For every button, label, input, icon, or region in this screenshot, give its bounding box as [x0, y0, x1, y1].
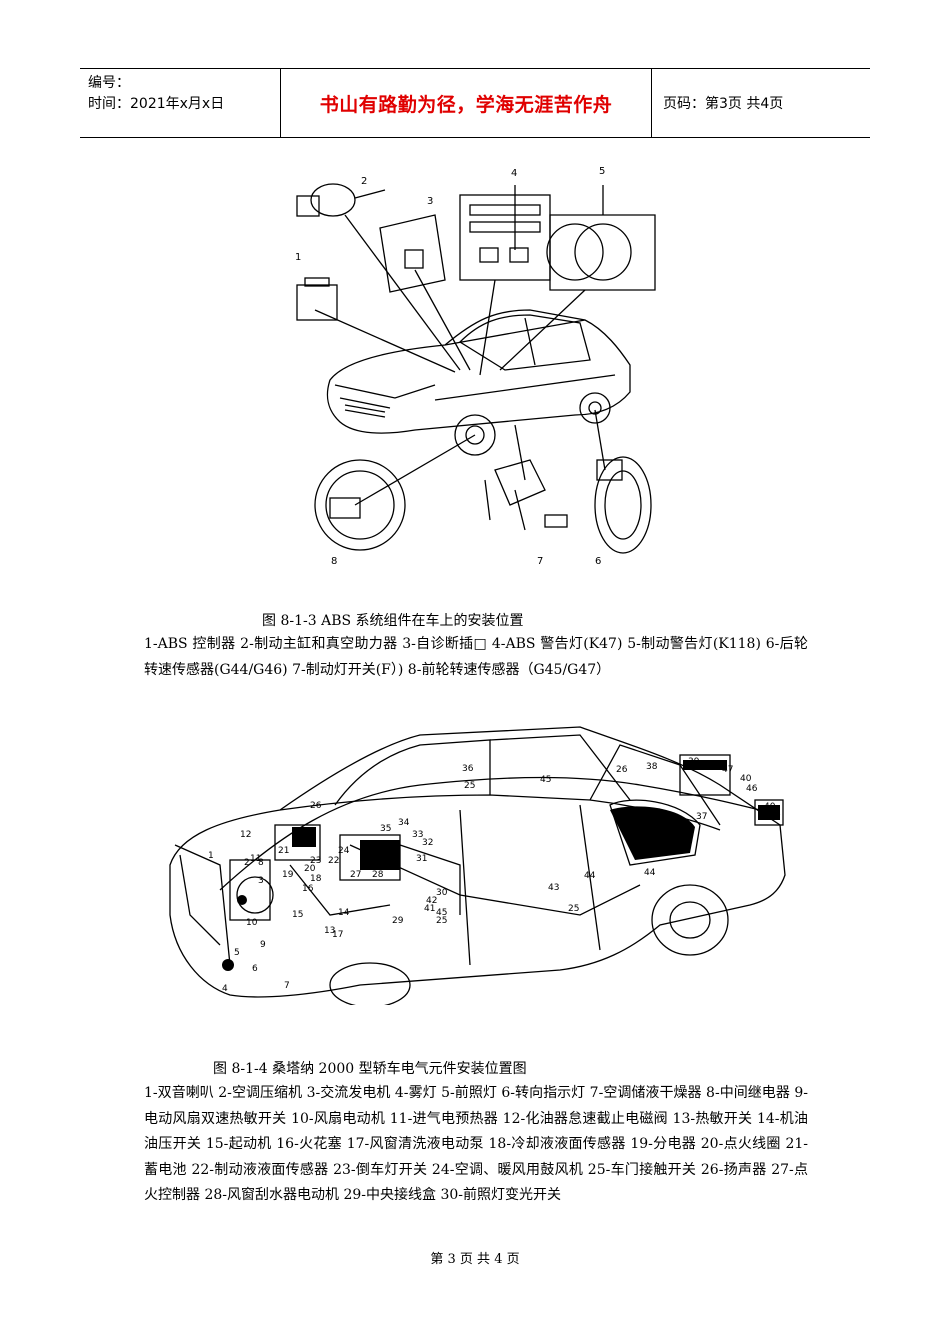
- santana-callout: 5: [234, 948, 240, 958]
- santana-callout: 47: [722, 765, 733, 775]
- abs-callout: 4: [511, 168, 517, 179]
- page-header: 编号： 时间：2021年x月x日 书山有路勤为径，学海无涯苦作舟 页码：第3页 …: [80, 68, 870, 138]
- abs-figure-caption: 图 8-1-3 ABS 系统组件在车上的安装位置: [262, 613, 524, 629]
- santana-callout: 24: [338, 846, 350, 856]
- santana-callout: 41: [424, 904, 435, 914]
- santana-callout: 25: [436, 916, 447, 926]
- santana-callout: 8: [258, 858, 264, 868]
- santana-callout: 25: [464, 781, 475, 791]
- abs-figure-drawing: [296, 183, 656, 554]
- santana-callout: 32: [422, 838, 433, 848]
- santana-callout: 45: [540, 775, 551, 785]
- santana-callout: 3: [258, 876, 264, 886]
- abs-figure: 1 2 3 4 5 6 7 8: [295, 166, 656, 567]
- header-meta: 编号： 时间：2021年x月x日: [88, 73, 278, 115]
- santana-callout: 44: [644, 868, 656, 878]
- santana-callout: 45: [436, 908, 447, 918]
- santana-callout: 19: [282, 870, 294, 880]
- santana-callout: 15: [292, 910, 303, 920]
- santana-callout: 17: [332, 930, 343, 940]
- santana-callout: 12: [240, 830, 251, 840]
- santana-figure-fills: [222, 760, 780, 971]
- header-divider: [280, 69, 281, 137]
- santana-figure-drawing: [169, 726, 786, 1005]
- santana-callout: 26: [616, 765, 628, 775]
- header-divider: [651, 69, 652, 137]
- santana-callout: 37: [696, 812, 707, 822]
- santana-callout: 42: [426, 896, 437, 906]
- santana-callout: 7: [284, 981, 290, 991]
- number-label: 编号：: [88, 75, 130, 91]
- abs-callout: 5: [599, 166, 605, 177]
- abs-callout: 7: [537, 556, 543, 567]
- santana-callout: 2: [244, 858, 250, 868]
- header-motto: 书山有路勤为径，学海无涯苦作舟: [319, 93, 613, 116]
- page-footer: 第 3 页 共 4 页: [430, 1252, 520, 1267]
- santana-callout: 46: [746, 784, 758, 794]
- abs-callout: 8: [331, 556, 337, 567]
- santana-callout: 14: [338, 908, 350, 918]
- abs-callout: 6: [595, 556, 601, 567]
- abs-callout: 3: [427, 196, 433, 207]
- santana-callout: 25: [568, 904, 579, 914]
- santana-callout: 36: [462, 764, 474, 774]
- santana-callout: 38: [646, 762, 658, 772]
- santana-callout: 40: [740, 774, 752, 784]
- abs-legend: 1-ABS 控制器 2-制动主缸和真空助力器 3-自诊断插□ 4-ABS 警告灯…: [144, 636, 808, 678]
- santana-legend: 1-双音喇叭 2-空调压缩机 3-交流发电机 4-雾灯 5-前照灯 6-转向指示…: [144, 1085, 808, 1203]
- santana-callout: 43: [548, 883, 559, 893]
- santana-callout: 18: [310, 874, 322, 884]
- santana-callout: 30: [436, 888, 448, 898]
- santana-callout: 28: [372, 870, 384, 880]
- santana-callout: 44: [584, 871, 596, 881]
- santana-callout: 6: [252, 964, 258, 974]
- santana-callout: 31: [416, 854, 427, 864]
- santana-callout: 4: [222, 984, 228, 994]
- santana-callout: 34: [398, 818, 410, 828]
- santana-callout: 39: [688, 757, 700, 767]
- date-label: 时间：2021年x月x日: [88, 96, 225, 112]
- santana-callout: 9: [260, 940, 266, 950]
- santana-callout: 13: [324, 926, 335, 936]
- santana-callout: 35: [380, 824, 391, 834]
- santana-callout: 10: [246, 918, 258, 928]
- abs-callout: 2: [361, 176, 367, 187]
- santana-callout: 22: [328, 856, 339, 866]
- santana-callout: 40: [764, 802, 776, 812]
- santana-callout: 26: [310, 801, 322, 811]
- santana-callout: 21: [278, 846, 289, 856]
- santana-callout: 33: [412, 830, 423, 840]
- abs-callout: 1: [295, 252, 301, 263]
- santana-callout: 16: [302, 884, 314, 894]
- santana-callout: 1: [208, 851, 214, 861]
- santana-callout: 20: [304, 864, 316, 874]
- santana-callout: 27: [350, 870, 361, 880]
- santana-figure: 1 2 3 4 5 6 7 8 9 10 11 12 13 14 15 16 1…: [169, 726, 786, 1005]
- santana-callout: 23: [310, 856, 321, 866]
- header-page-info: 页码：第3页 共4页: [663, 96, 784, 112]
- santana-figure-caption: 图 8-1-4 桑塔纳 2000 型轿车电气元件安装位置图: [213, 1061, 527, 1077]
- santana-callout: 11: [250, 854, 261, 864]
- santana-callout: 29: [392, 916, 404, 926]
